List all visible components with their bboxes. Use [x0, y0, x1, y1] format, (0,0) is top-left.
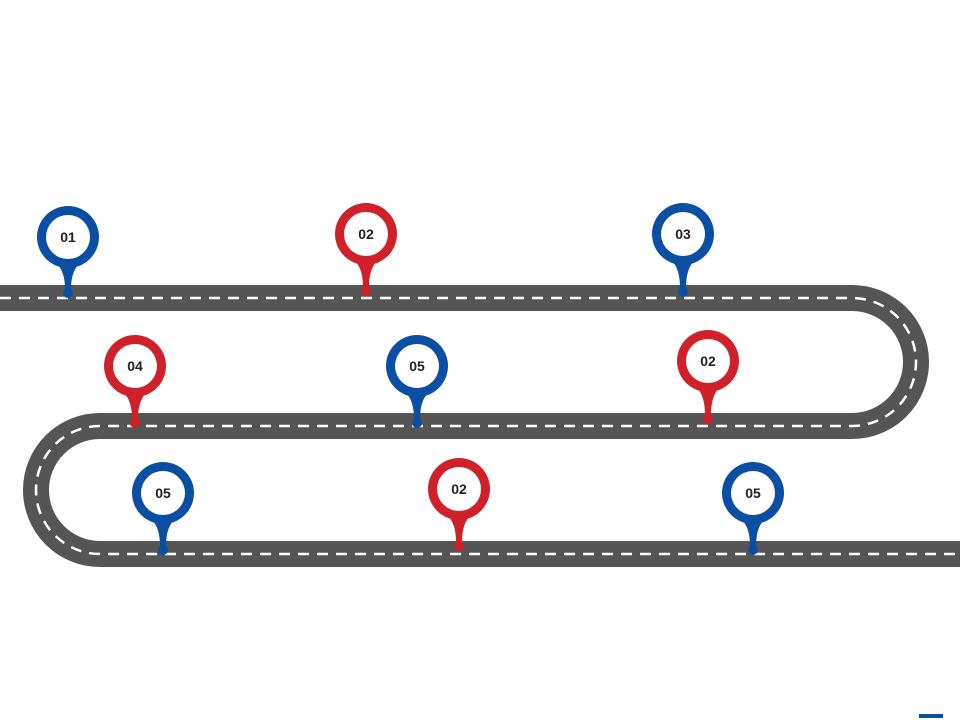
corner-accent-bar — [919, 714, 943, 718]
milestone-label: 02 — [700, 353, 716, 369]
pin-road-dot — [130, 418, 140, 428]
winding-road — [0, 285, 960, 567]
pin-stem — [671, 260, 695, 288]
milestone-pin: 01 — [37, 206, 99, 298]
pin-road-dot — [678, 287, 688, 297]
milestone-label: 05 — [409, 358, 425, 374]
milestone-label: 02 — [451, 481, 467, 497]
road-center-line — [0, 296, 960, 556]
pin-stem — [354, 260, 378, 287]
pin-stem — [741, 519, 765, 546]
milestone-pin: 05 — [722, 462, 784, 555]
pin-face — [395, 344, 439, 388]
milestone-label: 03 — [675, 226, 691, 242]
milestone-label: 04 — [127, 358, 143, 374]
milestone-label: 02 — [358, 226, 374, 242]
pin-road-dot — [412, 418, 422, 428]
pin-face — [113, 344, 157, 388]
milestone-pin: 02 — [335, 203, 397, 296]
pin-road-dot — [158, 545, 168, 555]
pin-face — [731, 471, 775, 515]
pin-face — [344, 212, 388, 256]
milestone-pin: 04 — [104, 335, 166, 428]
pin-face — [141, 471, 185, 515]
pin-road-dot — [63, 288, 73, 298]
pin-stem — [123, 392, 147, 419]
milestone-label: 05 — [745, 485, 761, 501]
pin-stem — [447, 515, 471, 542]
pin-stem — [405, 392, 429, 419]
milestone-pin: 05 — [132, 462, 194, 555]
pin-stem — [696, 387, 720, 415]
milestone-pin: 02 — [428, 458, 490, 551]
pin-road-dot — [361, 286, 371, 296]
milestone-label: 01 — [60, 229, 76, 245]
pin-stem — [56, 263, 80, 289]
pin-stem — [151, 519, 175, 546]
pin-road-dot — [454, 541, 464, 551]
pin-road-dot — [703, 414, 713, 424]
pin-face — [437, 467, 481, 511]
milestone-pin: 02 — [677, 330, 739, 424]
milestone-pin: 03 — [652, 203, 714, 297]
milestone-label: 05 — [155, 485, 171, 501]
milestone-pins: 01 02 03 04 05 02 05 02 05 — [37, 203, 784, 555]
pin-face — [46, 215, 90, 259]
pin-road-dot — [748, 545, 758, 555]
pin-face — [686, 339, 730, 383]
milestone-pin: 05 — [386, 335, 448, 428]
pin-face — [661, 212, 705, 256]
